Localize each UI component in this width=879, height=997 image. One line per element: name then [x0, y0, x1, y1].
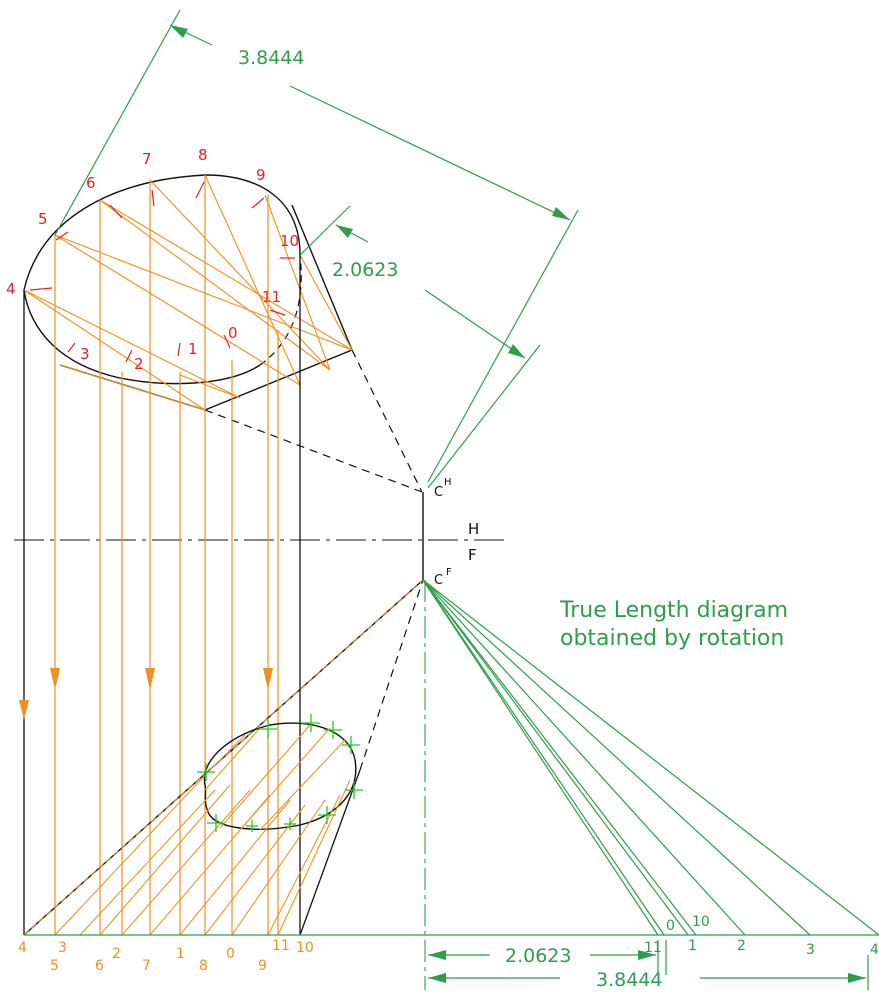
top-point-4: 4 [6, 280, 16, 298]
caption-line-1: True Length diagram [559, 598, 788, 623]
dimension-top-long: 3.8444 [238, 47, 304, 69]
fb-8: 8 [199, 958, 208, 974]
svg-text:C: C [434, 485, 443, 500]
svg-text:H: H [444, 477, 452, 488]
projection-arrows [19, 668, 273, 720]
top-dimension-arrows [170, 25, 570, 358]
top-point-11: 11 [262, 288, 281, 306]
top-dashed-to-apex-2 [204, 409, 423, 493]
dimension-top-short: 2.0623 [332, 259, 398, 281]
fb-7: 7 [142, 958, 151, 974]
apex-label-front: C F [434, 567, 452, 588]
true-length-diagram [24, 579, 879, 990]
top-dashed-to-apex-1 [351, 349, 423, 493]
top-tangent-upper [291, 204, 353, 351]
dimension-bottom-short: 2.0623 [505, 945, 571, 967]
top-ellipse-hidden [259, 254, 302, 366]
top-view-point-labels: 0 1 2 3 4 5 6 7 8 9 10 11 [6, 146, 299, 373]
top-dimensions [54, 9, 579, 489]
top-point-5: 5 [38, 210, 48, 228]
fb-1: 1 [176, 946, 185, 962]
caption-line-2: obtained by rotation [560, 626, 784, 651]
top-point-7: 7 [142, 150, 152, 168]
top-point-9: 9 [256, 166, 266, 184]
fb-10: 10 [296, 940, 314, 956]
fb-4: 4 [18, 940, 27, 956]
front-view [23, 579, 424, 936]
top-point-8: 8 [198, 146, 208, 164]
intersection-marks [197, 714, 363, 832]
fb-2: 2 [112, 946, 121, 962]
fold-label-h: H [468, 520, 479, 538]
fold-label-f: F [468, 546, 477, 564]
true-length-point-labels: 0 10 11 1 2 3 4 [644, 914, 879, 958]
top-ellipse-front [23, 174, 301, 291]
tl-point-3: 3 [806, 942, 815, 958]
front-baseline-labels: 4 3 2 1 0 11 10 5 6 7 8 9 [18, 938, 314, 974]
top-ellipse-lower [23, 289, 261, 385]
top-point-3: 3 [80, 345, 90, 363]
fb-11: 11 [272, 938, 290, 954]
fb-3: 3 [58, 940, 67, 956]
front-element-lines [54, 724, 351, 936]
tl-point-2: 2 [737, 938, 746, 954]
dimension-bottom-long: 3.8444 [596, 969, 662, 991]
svg-text:C: C [434, 573, 443, 588]
fb-6: 6 [95, 958, 104, 974]
tl-point-1: 1 [688, 938, 697, 954]
top-point-2: 2 [134, 355, 144, 373]
top-view [23, 174, 423, 493]
top-point-10: 10 [280, 232, 299, 250]
fb-9: 9 [258, 958, 267, 974]
apex-label-top: C H [434, 477, 452, 500]
top-point-1: 1 [188, 340, 198, 358]
bottom-dimension-arrows [428, 950, 866, 983]
fb-5: 5 [50, 958, 59, 974]
svg-text:F: F [446, 567, 452, 578]
tl-point-11: 11 [644, 940, 662, 956]
tl-point-10: 10 [692, 914, 710, 930]
tl-point-4: 4 [870, 942, 879, 958]
tl-point-0: 0 [666, 918, 675, 934]
fb-0: 0 [226, 946, 235, 962]
top-point-0: 0 [228, 324, 238, 342]
top-point-6: 6 [86, 174, 96, 192]
top-view-element-lines [23, 174, 353, 411]
